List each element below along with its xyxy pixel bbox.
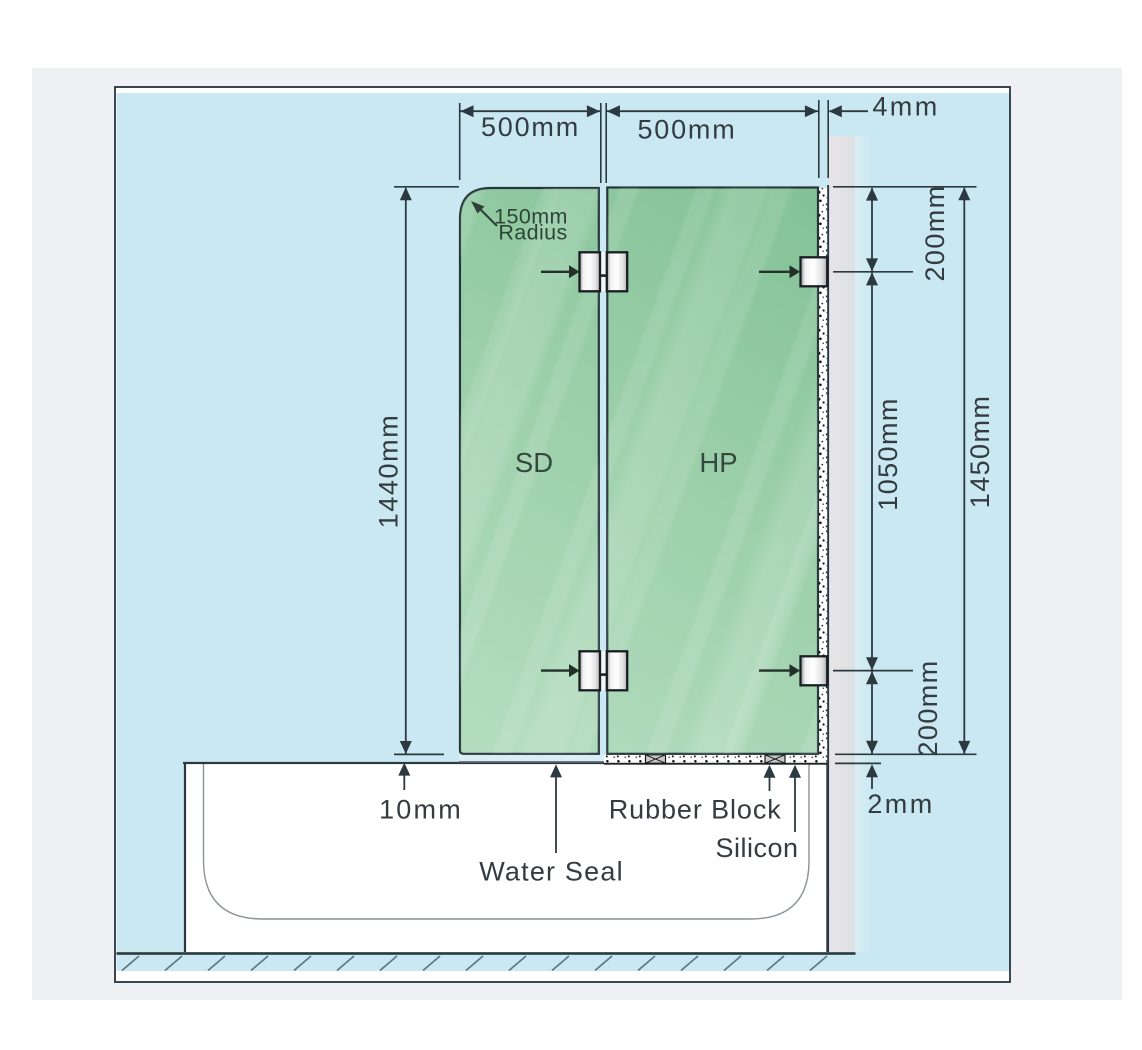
svg-text:1440mm: 1440mm xyxy=(374,414,404,529)
svg-text:Water Seal: Water Seal xyxy=(479,857,624,887)
svg-text:200mm: 200mm xyxy=(913,659,943,756)
svg-text:2mm: 2mm xyxy=(867,789,934,819)
svg-text:HP: HP xyxy=(699,447,737,478)
svg-text:1050mm: 1050mm xyxy=(873,397,903,510)
svg-text:200mm: 200mm xyxy=(920,184,950,281)
svg-text:150mm: 150mm xyxy=(494,205,568,229)
svg-text:500mm: 500mm xyxy=(637,115,736,145)
svg-text:4mm: 4mm xyxy=(872,92,939,122)
svg-text:Radius: Radius xyxy=(498,221,567,245)
svg-text:500mm: 500mm xyxy=(481,112,580,142)
svg-text:Rubber Block: Rubber Block xyxy=(609,795,782,825)
svg-text:10mm: 10mm xyxy=(379,794,463,824)
svg-text:SD: SD xyxy=(515,447,553,478)
svg-text:1450mm: 1450mm xyxy=(965,395,995,508)
svg-text:Silicon: Silicon xyxy=(715,833,798,863)
